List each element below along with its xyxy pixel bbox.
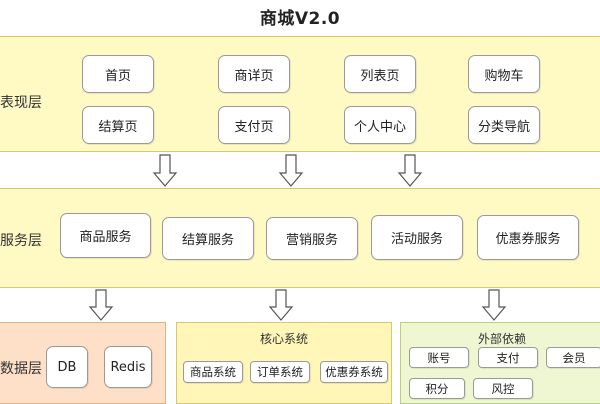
arrow-presentation-to-service-2 bbox=[278, 154, 304, 187]
page-category-nav: 分类导航 bbox=[468, 106, 540, 144]
service-product: 商品服务 bbox=[60, 213, 151, 258]
page-user-center: 个人中心 bbox=[344, 106, 416, 144]
core-product-system: 商品系统 bbox=[183, 361, 243, 383]
page-cart: 购物车 bbox=[468, 55, 540, 93]
external-payment: 支付 bbox=[478, 347, 538, 368]
external-risk-control: 风控 bbox=[473, 378, 533, 399]
external-points: 积分 bbox=[409, 378, 465, 399]
data-store-redis: Redis bbox=[104, 346, 152, 388]
service-activity: 活动服务 bbox=[371, 215, 463, 260]
service-coupon: 优惠券服务 bbox=[477, 215, 579, 260]
core-system-title: 核心系统 bbox=[259, 332, 308, 346]
service-marketing: 营销服务 bbox=[266, 217, 358, 260]
page-checkout: 结算页 bbox=[82, 106, 154, 144]
arrow-service-to-data-1 bbox=[88, 289, 114, 321]
external-account: 账号 bbox=[409, 347, 469, 368]
core-order-system: 订单系统 bbox=[250, 361, 310, 383]
core-coupon-system: 优惠券系统 bbox=[320, 361, 388, 383]
service-checkout: 结算服务 bbox=[162, 217, 254, 260]
page-product-detail: 商详页 bbox=[218, 55, 290, 93]
service-layer-label: 服务层 bbox=[0, 233, 42, 249]
data-store-db: DB bbox=[46, 346, 88, 388]
arrow-service-to-data-2 bbox=[268, 289, 294, 321]
external-membership: 会员 bbox=[546, 347, 600, 368]
arrow-presentation-to-service-1 bbox=[152, 154, 178, 187]
page-payment: 支付页 bbox=[218, 106, 290, 144]
presentation-layer-label: 表现层 bbox=[0, 95, 42, 111]
arrow-presentation-to-service-3 bbox=[397, 154, 423, 187]
arrow-service-to-data-3 bbox=[481, 289, 507, 321]
diagram-title: 商城V2.0 bbox=[259, 9, 341, 29]
page-home: 首页 bbox=[82, 55, 154, 93]
external-dependency-title: 外部依赖 bbox=[477, 332, 526, 346]
data-layer-label: 数据层 bbox=[0, 361, 42, 377]
page-list: 列表页 bbox=[344, 55, 416, 93]
